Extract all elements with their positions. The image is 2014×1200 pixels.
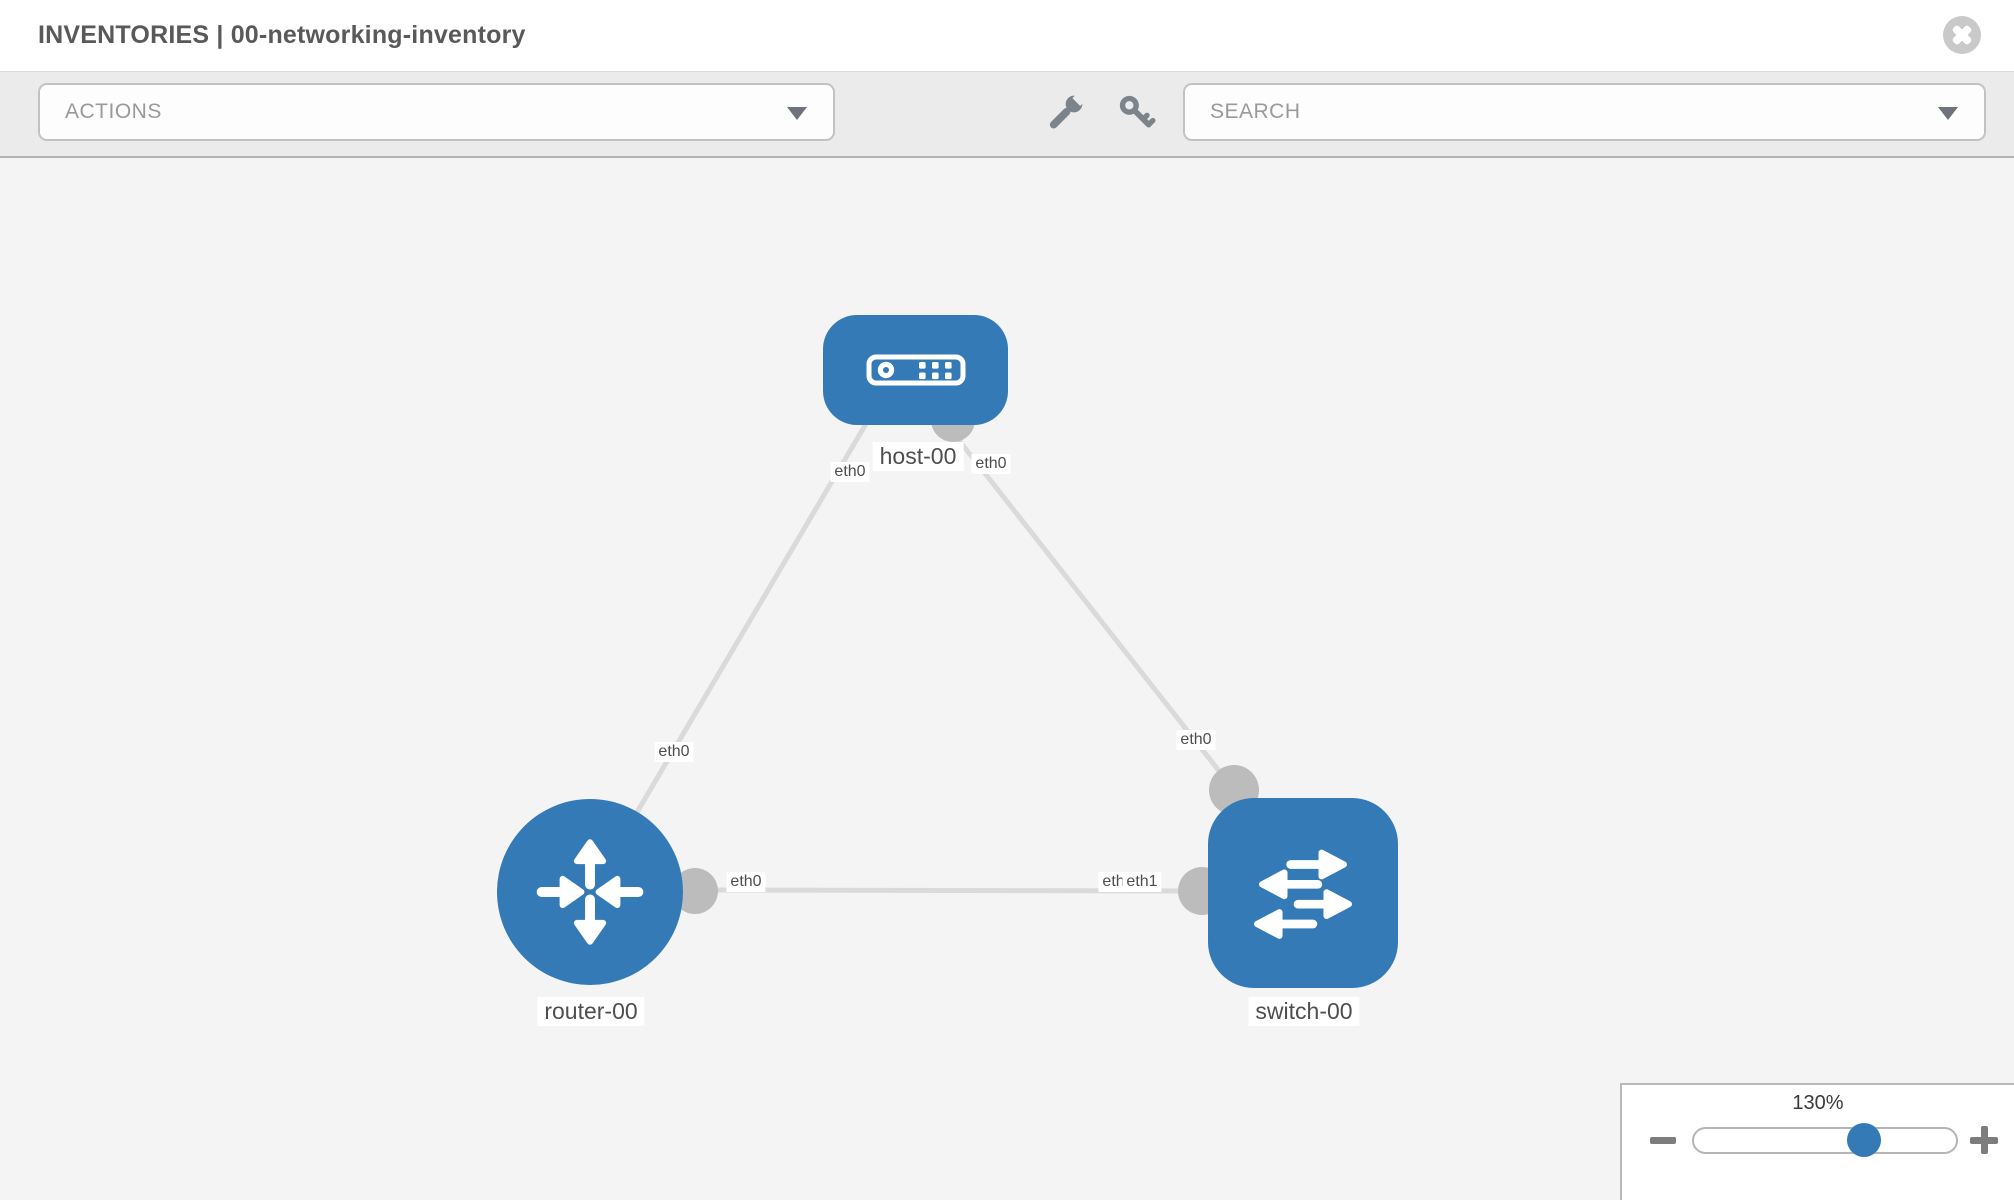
topology-canvas[interactable]: host-00 router-00 switch-00 eth0 eth0 et… <box>0 158 2014 1200</box>
interface-label: eth0 <box>830 462 870 482</box>
zoom-out-button minus-icon[interactable] <box>1650 1137 1676 1144</box>
page-title: INVENTORIES | 00-networking-inventory <box>38 21 526 49</box>
interface-label: eth0 <box>726 872 766 892</box>
toolbar: ACTIONS SEARCH <box>0 72 2014 158</box>
connector-router <box>672 868 718 914</box>
plus-icon <box>1980 1126 1988 1154</box>
node-label-switch: switch-00 <box>1248 997 1360 1026</box>
wrench-button[interactable] <box>1046 90 1088 132</box>
search-dropdown-label: SEARCH <box>1210 100 1301 123</box>
router-icon <box>536 839 644 945</box>
actions-dropdown-label: ACTIONS <box>65 100 162 123</box>
node-host-00[interactable] <box>823 315 1008 425</box>
interface-label: eth0 <box>971 454 1011 474</box>
zoom-slider-thumb[interactable] <box>1847 1123 1881 1157</box>
chevron-down-icon <box>787 107 807 120</box>
zoom-level-value: 130% <box>1792 1092 1844 1114</box>
search-dropdown[interactable]: SEARCH <box>1183 83 1986 141</box>
header-bar: INVENTORIES | 00-networking-inventory <box>0 0 2014 72</box>
node-router-00[interactable] <box>497 799 683 985</box>
links-layer <box>587 398 1259 915</box>
node-label-router: router-00 <box>537 997 645 1026</box>
link-host-router[interactable] <box>587 398 883 894</box>
zoom-in-button plus-icon[interactable] <box>1970 1126 1998 1154</box>
interface-label: eth1 <box>1122 872 1162 892</box>
zoom-control-panel: 130% <box>1620 1083 2014 1200</box>
chevron-down-icon <box>1938 107 1958 120</box>
interface-label: eth0 <box>654 742 694 762</box>
host-icon <box>866 354 965 386</box>
close-button[interactable] <box>1943 16 1981 54</box>
wrench-icon <box>1049 90 1088 129</box>
zoom-slider-track[interactable] <box>1692 1127 1958 1154</box>
key-button[interactable] <box>1116 92 1156 132</box>
switch-icon <box>1254 849 1352 939</box>
actions-dropdown[interactable]: ACTIONS <box>38 83 835 141</box>
node-label-host: host-00 <box>872 442 964 471</box>
key-icon <box>1119 95 1156 128</box>
interface-label: eth0 <box>1176 730 1216 750</box>
node-switch-00[interactable] <box>1208 798 1398 988</box>
